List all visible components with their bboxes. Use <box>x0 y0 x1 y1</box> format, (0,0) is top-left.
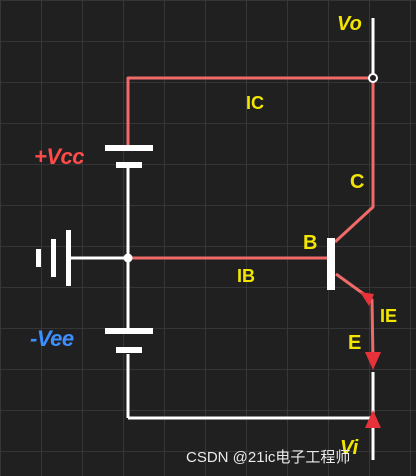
output-junction <box>368 73 378 83</box>
vee-long-plate <box>105 328 153 334</box>
ie-arrow <box>365 352 381 370</box>
ie-label: IE <box>380 306 398 326</box>
ground-plate-2 <box>51 239 56 277</box>
vee-short-plate <box>116 347 142 353</box>
emitter-label: E <box>348 332 362 354</box>
collector-label: C <box>350 171 365 193</box>
transistor-base-bar <box>327 238 335 290</box>
ground-symbol <box>36 230 71 286</box>
vcc-label: +Vcc <box>34 144 85 169</box>
vi-arrow <box>365 410 381 428</box>
vi-label: Vi <box>340 437 359 459</box>
ie-path <box>335 272 375 363</box>
junctions <box>123 73 378 263</box>
vcc-short-plate <box>116 162 142 168</box>
vee-battery <box>105 328 153 353</box>
ic-label: IC <box>246 93 264 113</box>
arrows <box>360 292 381 428</box>
emitter-arrow <box>360 292 374 306</box>
vo-label: Vo <box>337 13 362 35</box>
ground-junction <box>123 253 133 263</box>
vcc-battery <box>105 145 153 168</box>
watermark: CSDN @21ic电子工程师 <box>186 449 351 466</box>
base-label: B <box>303 232 318 254</box>
ground-plate-3 <box>36 249 41 267</box>
vee-label: -Vee <box>30 326 74 351</box>
ib-label: IB <box>237 266 255 286</box>
ground-plate-1 <box>66 230 71 286</box>
vcc-long-plate <box>105 145 153 151</box>
